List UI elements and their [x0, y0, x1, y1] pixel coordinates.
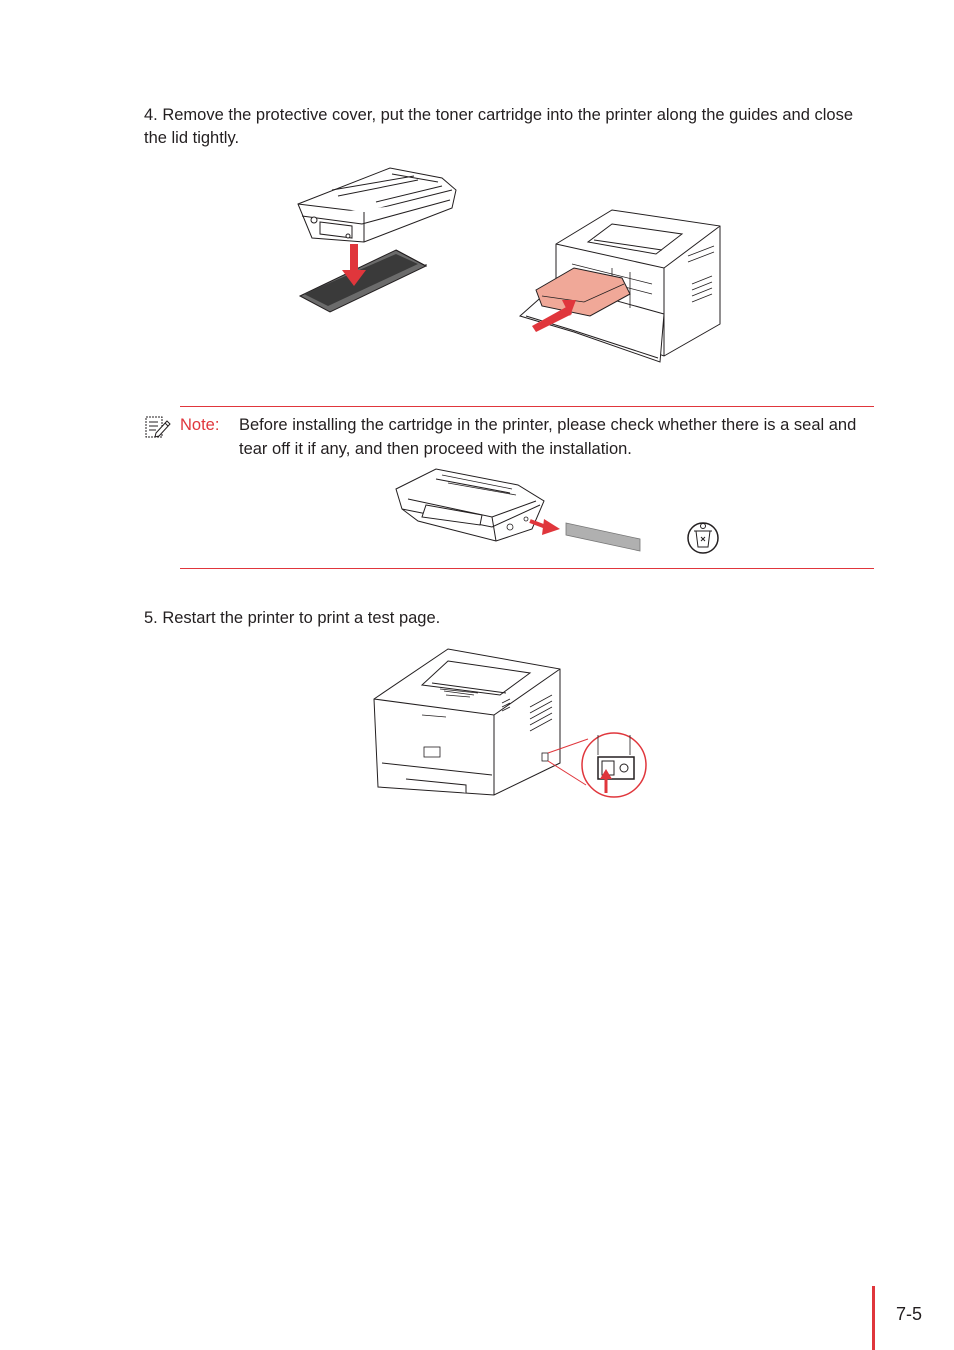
cartridge-cover-illustration — [297, 167, 457, 313]
page-number: 7-5 — [896, 1304, 923, 1324]
note-text: Before installing the cartridge in the p… — [239, 416, 857, 458]
note-top-rule — [180, 406, 874, 407]
step5-instruction: 5. Restart the printer to print a test p… — [144, 609, 441, 627]
printer-insert-cartridge-illustration — [518, 209, 721, 363]
step4-instruction: 4. Remove the protective cover, put the … — [144, 106, 854, 147]
note-bottom-rule — [180, 568, 874, 569]
note-label: Note: — [180, 416, 220, 434]
note-pencil-icon — [145, 416, 171, 438]
recycle-bin-icon — [687, 522, 719, 554]
printer-power-switch-illustration — [373, 648, 647, 798]
seal-removal-illustration — [395, 468, 719, 554]
footer-accent-bar — [872, 1286, 875, 1350]
